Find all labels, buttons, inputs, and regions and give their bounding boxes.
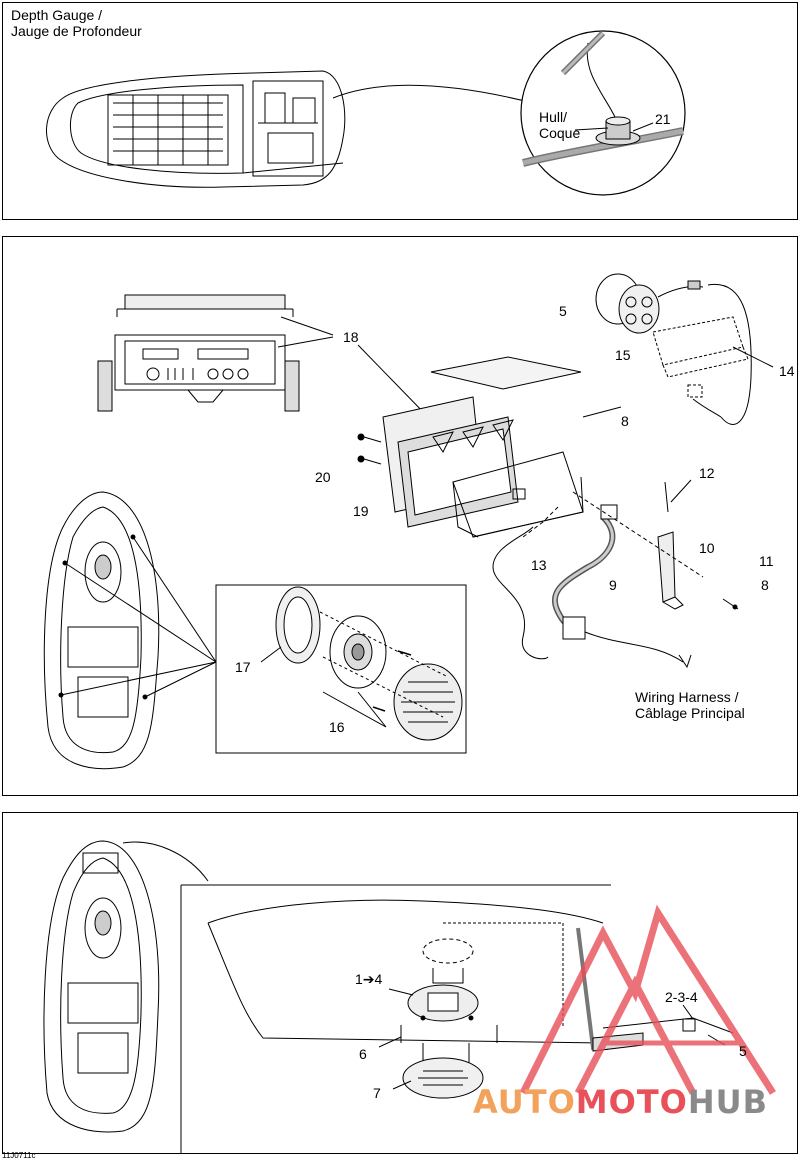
boat-speaker-view bbox=[43, 491, 160, 770]
part-14-callout: 14 bbox=[779, 363, 795, 379]
leader-line bbox=[260, 646, 282, 663]
mounting-bracket bbox=[657, 479, 739, 610]
figure-code: 11J0711c bbox=[2, 1151, 36, 1160]
part-5-callout: 5 bbox=[739, 1043, 747, 1059]
assembly-line bbox=[572, 491, 704, 578]
callout-line bbox=[332, 84, 534, 104]
hull-label-fr: Coque bbox=[539, 125, 581, 141]
part-17-callout: 17 bbox=[235, 659, 251, 675]
leader-line bbox=[388, 988, 414, 996]
part-13-callout: 13 bbox=[531, 557, 547, 573]
leader-line bbox=[582, 406, 622, 418]
part-16-callout: 16 bbox=[329, 719, 345, 735]
part-7-callout: 7 bbox=[373, 1085, 381, 1101]
leader-line bbox=[574, 127, 609, 131]
part-9-callout: 9 bbox=[609, 577, 617, 593]
leader-line bbox=[122, 841, 209, 882]
part-1-to-4-callout: 1➔4 bbox=[355, 971, 383, 987]
part-5-callout: 5 bbox=[559, 303, 567, 319]
install-detail-panel: 1➔4 2-3-4 5 6 7 AUTOMOTOHUB bbox=[2, 812, 798, 1154]
wiring-harness bbox=[492, 504, 692, 669]
leader-line bbox=[682, 1004, 694, 1020]
install-detail-drawing bbox=[43, 840, 776, 1153]
part-8-callout: 8 bbox=[621, 413, 629, 429]
audio-system-panel: 18 5 15 14 8 20 19 12 10 13 11 9 8 17 16… bbox=[2, 236, 798, 796]
stereo-front-view bbox=[97, 294, 300, 412]
part-12-callout: 12 bbox=[699, 465, 715, 481]
part-18-callout: 18 bbox=[343, 329, 359, 345]
leader-line bbox=[732, 346, 774, 368]
part-2-3-4-callout: 2-3-4 bbox=[665, 989, 698, 1005]
assembly-line bbox=[522, 506, 559, 538]
watermark-hub: HUB bbox=[687, 1083, 769, 1121]
part-19-callout: 19 bbox=[353, 503, 369, 519]
boat-top-view bbox=[46, 70, 346, 188]
remote-display bbox=[595, 273, 752, 425]
part-15-callout: 15 bbox=[615, 347, 631, 363]
watermark-auto: AUTO bbox=[473, 1083, 576, 1121]
leader-line bbox=[392, 1080, 412, 1090]
screws bbox=[357, 433, 382, 465]
receiver-unit bbox=[652, 316, 749, 398]
wiring-harness-label-fr: Câblage Principal bbox=[635, 705, 745, 721]
hull-label-en: Hull/ bbox=[539, 109, 568, 125]
leader-line bbox=[277, 316, 334, 348]
watermark-moto: MOTO bbox=[575, 1083, 688, 1121]
transducer-detail bbox=[522, 30, 684, 167]
leader-line bbox=[632, 122, 654, 132]
depth-gauge-panel: Depth Gauge / Jauge de Profondeur bbox=[2, 2, 798, 220]
depth-gauge-title-en: Depth Gauge / bbox=[11, 7, 103, 23]
stereo-assembly bbox=[382, 356, 584, 538]
leader-line bbox=[357, 344, 429, 418]
detail-frame bbox=[180, 884, 611, 1153]
part-11-callout: 11 bbox=[759, 553, 774, 569]
watermark-logo bbox=[519, 904, 776, 1095]
audio-system-drawing bbox=[43, 273, 774, 770]
part-10-callout: 10 bbox=[699, 540, 715, 556]
part-6-callout: 6 bbox=[359, 1046, 367, 1062]
depth-gauge-drawing bbox=[46, 30, 686, 196]
leader-line bbox=[378, 1036, 402, 1048]
part-8-callout: 8 bbox=[761, 577, 769, 593]
boat-front-view bbox=[43, 840, 160, 1133]
wiring-harness-label-en: Wiring Harness / bbox=[635, 689, 739, 705]
part-20-callout: 20 bbox=[315, 469, 331, 485]
speaker-parts bbox=[275, 586, 463, 741]
depth-gauge-title-fr: Jauge de Profondeur bbox=[11, 23, 142, 39]
part-21-callout: 21 bbox=[655, 111, 671, 127]
leader-line bbox=[60, 536, 217, 698]
